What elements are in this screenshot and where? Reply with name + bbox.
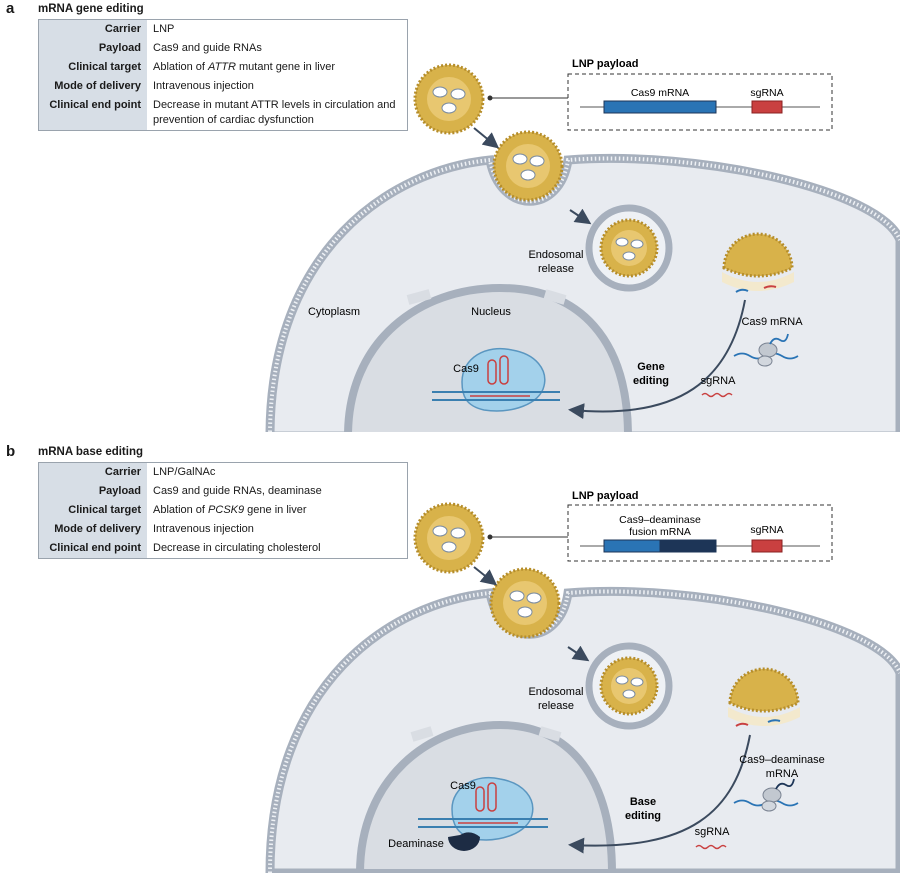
diagram-b: LNP payload Cas9–deaminase fusion mRNA s… — [265, 490, 900, 873]
edit-label-1: Gene — [637, 361, 665, 373]
deaminase-mrna-bar — [659, 539, 717, 553]
lnp-entering — [489, 567, 561, 639]
payload-title: LNP payload — [572, 490, 638, 502]
sgrna-strand — [701, 392, 733, 398]
row-key: Carrier — [38, 19, 147, 39]
cas9-label: Cas9 — [450, 780, 476, 792]
endosomal-label-1: Endosomal — [528, 686, 583, 698]
payload-box — [567, 73, 833, 131]
row-key: Clinical target — [38, 58, 147, 77]
payload-sgrna-label: sgRNA — [750, 87, 783, 99]
row-key: Payload — [38, 39, 147, 58]
panel-title: mRNA base editing — [38, 446, 144, 458]
lnp-endosome — [599, 656, 659, 716]
edit-label-2: editing — [633, 375, 669, 387]
edit-label-2: editing — [625, 810, 661, 822]
row-value: Cas9 and guide RNAs — [147, 39, 408, 58]
lnp-endosome — [599, 218, 659, 278]
row-value: Ablation of ATTR mutant gene in liver — [147, 58, 408, 77]
row-key: Payload — [38, 482, 147, 501]
payload-sgrna-label: sgRNA — [750, 524, 783, 536]
cas9-mrna-bar — [603, 539, 661, 553]
sgrna-bar — [751, 100, 783, 114]
mrna-label-1: Cas9–deaminase — [739, 754, 825, 766]
cas9-mrna-bar — [603, 100, 717, 114]
sgrna-label: sgRNA — [695, 826, 731, 838]
edit-label-1: Base — [630, 796, 656, 808]
deaminase-label: Deaminase — [388, 838, 444, 850]
mrna-label-2: mRNA — [766, 768, 799, 780]
row-value: LNP — [147, 19, 408, 39]
nucleus-label: Nucleus — [471, 306, 511, 318]
endosomal-label-1: Endosomal — [528, 249, 583, 261]
row-value: Decrease in circulating cholesterol — [147, 539, 408, 559]
row-key: Mode of delivery — [38, 520, 147, 539]
panel-title: mRNA gene editing — [38, 3, 144, 15]
row-value: Decrease in mutant ATTR levels in circul… — [147, 96, 408, 131]
mrna-label: Cas9 mRNA — [741, 316, 803, 328]
row-value: Cas9 and guide RNAs, deaminase — [147, 482, 408, 501]
row-key: Clinical end point — [38, 539, 147, 559]
payload-box — [567, 504, 833, 562]
panel-letter: b — [6, 443, 16, 460]
row-value: LNP/GalNAc — [147, 462, 408, 482]
payload-mrna-label-2: fusion mRNA — [629, 526, 691, 538]
lnp-entering — [492, 130, 564, 202]
sgrna-label: sgRNA — [701, 375, 737, 387]
row-key: Clinical end point — [38, 96, 147, 131]
base-editor-complex — [418, 776, 548, 851]
payload-mrna-label: Cas9 mRNA — [631, 87, 689, 99]
payload-mrna-label-1: Cas9–deaminase — [619, 514, 701, 526]
lnp-released — [728, 667, 800, 726]
lnp-free — [413, 63, 485, 135]
row-key: Carrier — [38, 462, 147, 482]
endosomal-label-2: release — [538, 263, 574, 275]
sgrna-bar — [751, 539, 783, 553]
cas9-label: Cas9 — [453, 363, 479, 375]
payload-title: LNP payload — [572, 58, 638, 70]
sgrna-strand — [695, 844, 727, 850]
cas9-complex — [432, 347, 560, 412]
row-value: Intravenous injection — [147, 520, 408, 539]
lnp-free — [413, 502, 485, 574]
cytoplasm-label: Cytoplasm — [308, 306, 360, 318]
row-key: Clinical target — [38, 501, 147, 520]
diagram-a: LNP payload Cas9 mRNA sgRNA — [265, 58, 900, 432]
endosomal-label-2: release — [538, 700, 574, 712]
panel-letter: a — [6, 0, 15, 17]
row-value: Ablation of PCSK9 gene in liver — [147, 501, 408, 520]
row-value: Intravenous injection — [147, 77, 408, 96]
deaminase-domain — [448, 832, 480, 851]
row-key: Mode of delivery — [38, 77, 147, 96]
